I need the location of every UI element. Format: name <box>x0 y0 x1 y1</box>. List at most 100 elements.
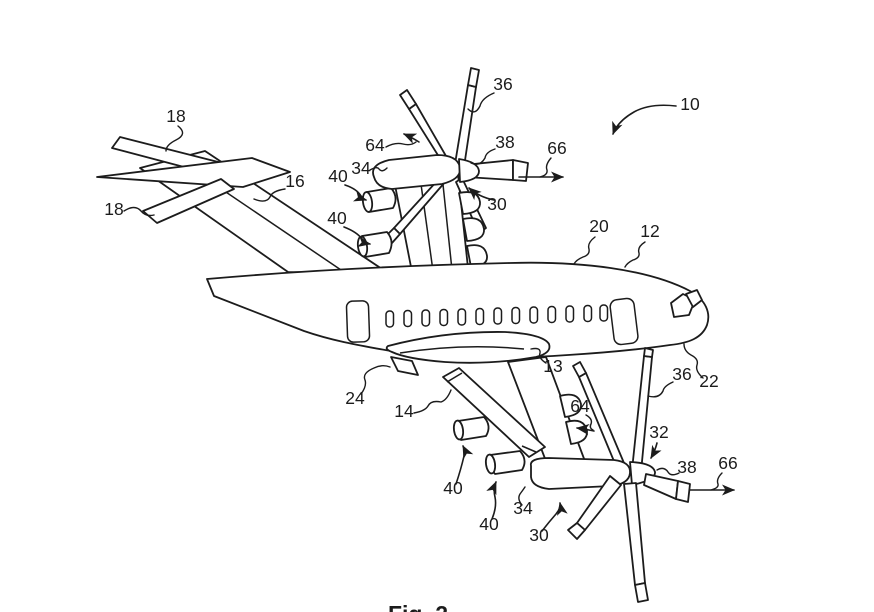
ref-label-24: 24 <box>345 388 365 408</box>
bottom-blade-up-right <box>631 355 653 473</box>
ref-label-40-top-2: 40 <box>327 208 347 228</box>
window <box>403 309 413 328</box>
top-pylon-line-1 <box>419 176 434 272</box>
bottom-blade-down-tip <box>634 582 649 603</box>
leader-22 <box>683 343 704 379</box>
arrow-30-top <box>468 187 495 201</box>
arrow-10 <box>612 104 677 135</box>
leader-lines <box>123 92 723 506</box>
ref-label-66-top: 66 <box>547 138 566 158</box>
ref-label-18-bottom: 18 <box>104 199 123 219</box>
window <box>547 305 557 324</box>
ref-label-40-top-1: 40 <box>328 166 348 186</box>
leader-66-top <box>539 157 552 178</box>
leader-14 <box>413 389 452 414</box>
arrow-32 <box>650 442 662 459</box>
ref-label-32: 32 <box>649 422 668 442</box>
wing-panel-chamfer-top <box>446 372 463 383</box>
fairing-inner-line <box>399 346 525 354</box>
leader-66-bottom <box>710 472 723 491</box>
top-blade-right-tip <box>512 159 529 182</box>
belly-fairing <box>385 331 551 376</box>
ref-label-20: 20 <box>589 216 609 236</box>
ref-label-36-bottom: 36 <box>672 364 691 384</box>
ref-label-30-bottom: 30 <box>529 525 549 545</box>
top-engine-bump-1 <box>458 191 481 215</box>
window <box>493 307 503 325</box>
cockpit-window-2 <box>685 289 703 308</box>
ref-label-12: 12 <box>640 221 659 241</box>
arrows <box>343 104 735 532</box>
leader-24 <box>360 365 391 395</box>
stabilizer-lower <box>142 178 235 224</box>
ref-label-34-top: 34 <box>351 158 371 178</box>
window <box>439 308 449 327</box>
leader-64-bottom <box>585 414 594 431</box>
door-rear <box>345 300 371 343</box>
bottom-blade-up-left <box>578 372 625 467</box>
bottom-engine-pod-2-cap <box>484 453 497 475</box>
bottom-rotor-assembly <box>442 347 691 603</box>
bottom-wing-panel <box>442 367 546 458</box>
bottom-blade-up-left-tip <box>572 361 587 378</box>
ref-label-34-bottom: 34 <box>513 498 533 518</box>
leader-38-bottom <box>656 467 680 476</box>
ref-label-40-bottom-1: 40 <box>443 478 463 498</box>
cabin-windows <box>385 304 609 328</box>
ref-label-38-bottom: 38 <box>677 457 696 477</box>
window <box>565 305 575 323</box>
leader-36-top <box>467 92 495 113</box>
leader-38-top <box>470 148 496 165</box>
window <box>457 308 467 326</box>
arrow-40-top-2 <box>343 226 371 248</box>
ref-label-36-top: 36 <box>493 74 512 94</box>
window <box>421 309 431 327</box>
arrow-30-bottom <box>541 502 568 532</box>
ref-label-64-top: 64 <box>365 135 385 155</box>
leader-13 <box>530 347 547 364</box>
arrow-40-bottom-1 <box>455 445 474 485</box>
window <box>529 306 539 324</box>
bottom-engine-pod-1-cap <box>452 419 465 441</box>
stabilizer-mid <box>96 157 291 188</box>
figure-caption: Fig. 2 <box>388 601 448 612</box>
leader-34-bottom <box>518 486 526 506</box>
window <box>385 310 395 328</box>
top-rotor-assembly <box>356 67 529 273</box>
leader-18-top <box>165 125 184 152</box>
top-pylon-line-2 <box>441 174 453 271</box>
bottom-blade-down <box>623 482 646 586</box>
bottom-blade-up-right-tip <box>643 347 654 358</box>
fuselage <box>206 261 710 359</box>
bottom-blade-down-left-tip <box>567 522 586 540</box>
top-blade-up-right <box>454 84 477 168</box>
arrow-64-top <box>403 133 420 144</box>
ref-label-30-top: 30 <box>487 194 507 214</box>
ref-label-64-bottom: 64 <box>570 396 590 416</box>
leader-34-top <box>369 167 388 172</box>
top-engine-bump-2 <box>462 217 485 242</box>
window <box>599 304 609 322</box>
leader-16 <box>253 188 286 202</box>
bottom-blade-right-tip <box>675 480 691 503</box>
reference-numerals: 10 18 16 18 36 64 38 66 34 40 40 30 20 1… <box>104 74 737 545</box>
ref-label-38-top: 38 <box>495 132 514 152</box>
leader-64-top <box>385 141 417 148</box>
tail-assembly <box>96 136 389 274</box>
ref-label-14: 14 <box>394 401 414 421</box>
fairing-front-piece <box>390 356 419 376</box>
top-blade-up-left-tip <box>399 89 417 110</box>
ref-label-22: 22 <box>699 371 718 391</box>
top-blade-up-right-tip <box>467 67 480 88</box>
leader-18-bottom <box>123 206 155 217</box>
arrow-64-bottom <box>576 424 595 435</box>
wing-panel-chamfer-bottom <box>521 445 537 453</box>
ref-label-10: 10 <box>680 94 700 114</box>
arrow-40-top-1 <box>344 184 367 202</box>
window <box>583 304 593 323</box>
door-front <box>609 297 639 346</box>
window <box>475 307 485 326</box>
ref-label-16: 16 <box>285 171 304 191</box>
